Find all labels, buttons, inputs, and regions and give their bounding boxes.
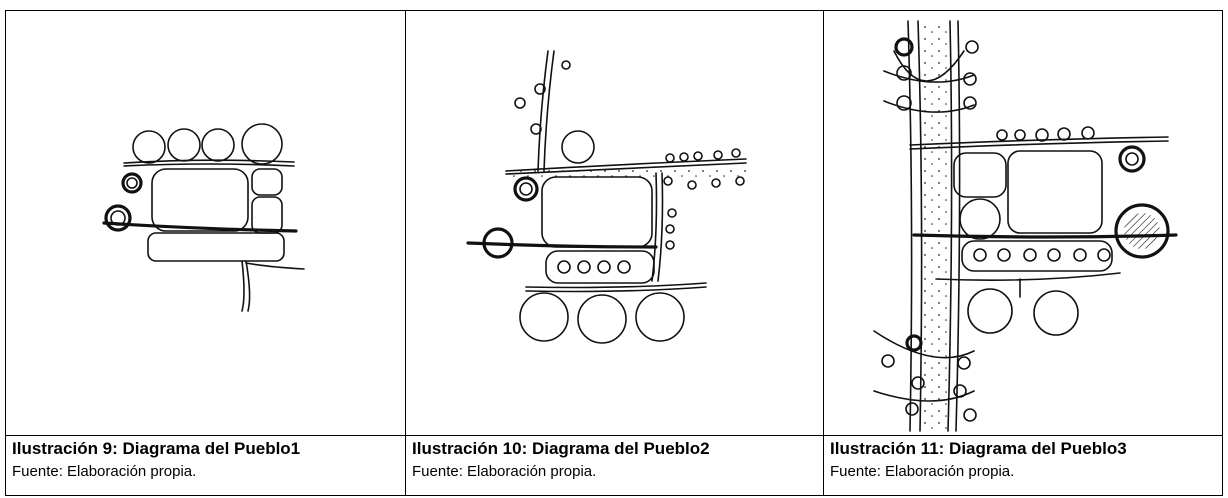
diagram-pueblo3 xyxy=(824,11,1222,435)
figure-table: Ilustración 9: Diagrama del Pueblo1 Fuen… xyxy=(5,10,1223,498)
figure-cell-2: Ilustración 10: Diagrama del Pueblo2 Fue… xyxy=(405,10,824,496)
figure-title: Ilustración 9: Diagrama del Pueblo1 xyxy=(12,439,301,458)
figure-cell-1: Ilustración 9: Diagrama del Pueblo1 Fuen… xyxy=(5,10,406,496)
caption-divider xyxy=(824,435,1222,436)
figure-source: Fuente: Elaboración propia. xyxy=(412,463,597,480)
figure-cell-3: Ilustración 11: Diagrama del Pueblo3 Fue… xyxy=(823,10,1223,496)
diagram-pueblo1 xyxy=(6,11,405,435)
figure-source: Fuente: Elaboración propia. xyxy=(12,463,197,480)
figure-title: Ilustración 11: Diagrama del Pueblo3 xyxy=(830,439,1127,458)
figure-title: Ilustración 10: Diagrama del Pueblo2 xyxy=(412,439,710,458)
diagram-pueblo2 xyxy=(406,11,823,435)
caption-divider xyxy=(6,435,405,436)
caption-divider xyxy=(406,435,823,436)
figure-source: Fuente: Elaboración propia. xyxy=(830,463,1015,480)
